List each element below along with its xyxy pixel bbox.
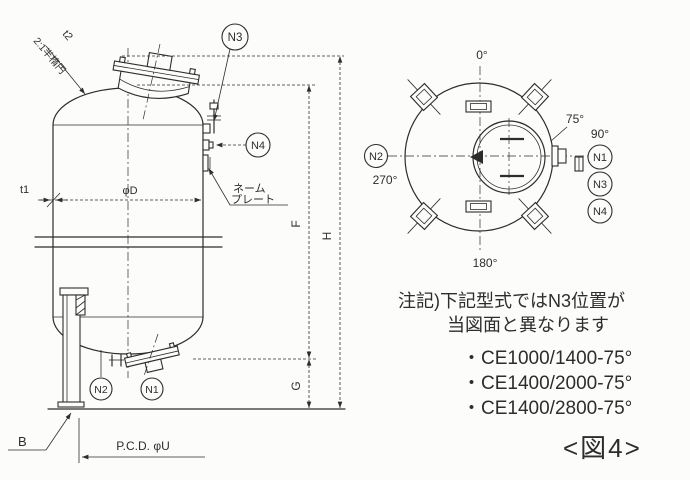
angle-0-label: 0° — [476, 48, 488, 62]
n4-balloon-label: N4 — [251, 140, 265, 152]
t2-label: t2 — [60, 28, 75, 43]
plan-n2-balloon: N2 — [363, 143, 389, 169]
phi-d-label: φD — [122, 185, 137, 197]
nozzle-n4-stub — [202, 139, 214, 151]
plan-nozzle-90 — [551, 145, 584, 172]
lifting-lug-bottom — [465, 200, 492, 213]
angle-75-label: 75° — [566, 112, 584, 126]
n1-balloon: N1 — [140, 377, 164, 401]
note-block: 注記)下記型式ではN3位置が 当図面と異なります ・CE1000/1400-75… — [398, 291, 642, 463]
plan-n1-label: N1 — [593, 152, 607, 164]
plan-n4-label: N4 — [593, 206, 607, 218]
dim-pcd: P.C.D. φU — [78, 418, 205, 463]
support-band — [34, 236, 223, 248]
manhole-hinge — [470, 150, 483, 164]
plan-manhole — [470, 118, 546, 196]
manway-axis — [142, 43, 161, 121]
n2-balloon: N2 — [89, 350, 113, 401]
support-leg — [57, 287, 89, 408]
nameplate: ネーム プレート — [202, 154, 288, 206]
n1-balloon-label: N1 — [145, 384, 159, 396]
leg-bracket-nw — [407, 79, 441, 115]
n3-balloon-label: N3 — [228, 32, 243, 44]
plan-n1-balloon: N1 — [587, 144, 613, 170]
plan-n3-label: N3 — [593, 179, 607, 191]
leg-bracket-sw — [407, 198, 441, 234]
plan-view: 0° 180° 270° 90° 75° N2 N1 N3 N4 — [363, 48, 613, 270]
leg-bracket-ne — [518, 79, 552, 115]
t1-label: t1 — [20, 184, 29, 196]
manway-nozzle — [112, 51, 201, 99]
note-line-1: 注記)下記型式ではN3位置が — [398, 291, 625, 311]
dim-g: G — [193, 358, 316, 408]
bottom-nozzle-n1 — [123, 342, 180, 374]
leg-b-label: B — [18, 434, 27, 449]
note-line-2: 当図面と異なります — [447, 315, 609, 335]
dim-g-label: G — [289, 381, 303, 390]
note-model-3: ・CE1400/2800-75° — [462, 398, 632, 419]
pcd-label: P.C.D. φU — [116, 439, 170, 453]
plan-n3-balloon: N3 — [587, 171, 613, 197]
nameplate-label-1: ネーム — [233, 182, 266, 195]
dim-h: H — [122, 55, 344, 408]
plan-n2-label: N2 — [369, 151, 383, 163]
nameplate-label-2: プレート — [231, 193, 275, 206]
bottom-nozzle-n2 — [109, 354, 124, 367]
head-type-label: 2:1半楕円 — [31, 35, 69, 77]
dim-f-label: F — [289, 220, 303, 227]
dim-h-label: H — [320, 232, 334, 241]
figure-number-label: <図4> — [563, 433, 642, 463]
angle-75-callout: 75° — [550, 112, 584, 142]
dim-phi-d: t1 φD — [20, 184, 201, 208]
side-view: t2 2:1半楕円 N3 N4 — [8, 23, 346, 463]
angle-90-label: 90° — [591, 127, 609, 141]
n2-balloon-label: N2 — [94, 384, 108, 396]
n3-balloon: N3 — [213, 23, 249, 122]
note-model-2: ・CE1400/2000-75° — [462, 373, 632, 394]
leg-callout: B — [8, 412, 72, 451]
dim-f: F — [137, 84, 316, 358]
leg-bracket-se — [518, 198, 552, 234]
head-type-callout: t2 2:1半楕円 — [31, 28, 86, 95]
n4-balloon: N4 — [216, 132, 271, 158]
nozzle-n3-fitting — [202, 99, 221, 134]
n1-axis — [143, 333, 159, 377]
lifting-lug-top — [465, 100, 492, 113]
angle-270-label: 270° — [373, 173, 398, 187]
note-model-1: ・CE1000/1400-75° — [462, 348, 632, 369]
plan-n4-balloon: N4 — [587, 198, 613, 224]
angle-180-label: 180° — [473, 256, 498, 270]
